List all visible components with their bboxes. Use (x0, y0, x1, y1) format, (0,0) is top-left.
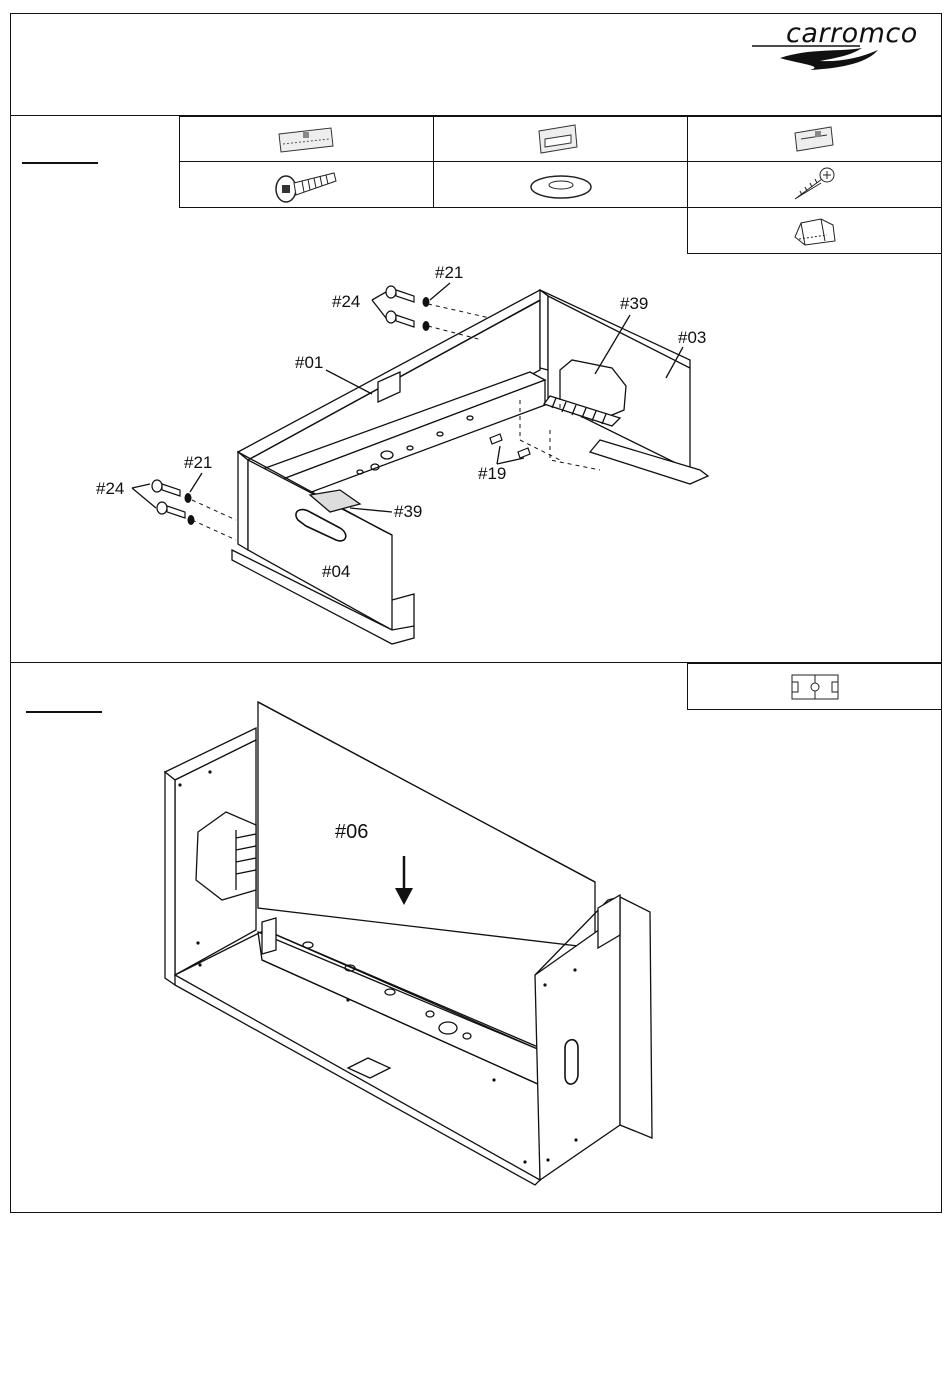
label-part-06: #06 (335, 822, 368, 842)
step2-assembly-drawing (0, 0, 950, 1210)
